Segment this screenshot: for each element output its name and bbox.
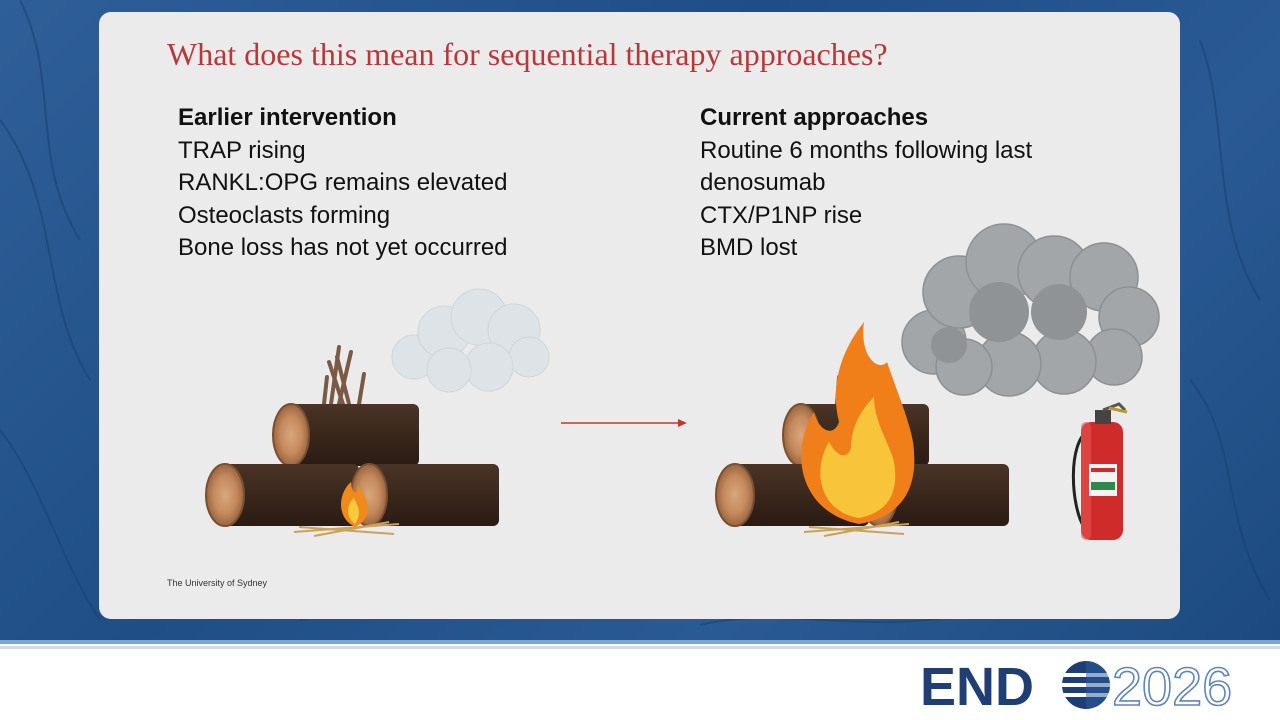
left-column-line: RANKL:OPG remains elevated <box>178 169 508 196</box>
left-column-heading: Earlier intervention <box>178 104 397 131</box>
divider-stripe <box>0 640 1280 644</box>
logo-year: 2026 <box>1112 657 1232 715</box>
illustration <box>205 223 1160 540</box>
heavy-smoke-icon <box>901 223 1160 397</box>
right-column-heading: Current approaches <box>700 104 929 131</box>
slide-title: What does this mean for sequential thera… <box>167 36 888 72</box>
large-campfire-icon <box>715 322 1009 537</box>
slide-panel: What does this mean for sequential thera… <box>99 12 1180 619</box>
divider-stripe-light <box>0 646 1280 649</box>
right-column-line: denosumab <box>700 169 826 196</box>
right-column-line: CTX/P1NP rise <box>700 201 863 229</box>
left-column-line: Bone loss has not yet occurred <box>178 234 508 261</box>
left-column: Earlier intervention TRAP rising RANKL:O… <box>178 102 598 265</box>
left-column-line: Osteoclasts forming <box>178 201 391 229</box>
footer-attribution: The University of Sydney <box>167 578 268 588</box>
right-column: Current approaches Routine 6 months foll… <box>700 102 1120 265</box>
right-column-line: BMD lost <box>700 234 798 261</box>
conference-logo: END 2026 <box>920 656 1233 715</box>
small-campfire-icon <box>205 345 499 537</box>
right-column-line: Routine 6 months following last <box>700 136 1033 164</box>
left-column-line: TRAP rising <box>178 136 306 164</box>
fire-extinguisher-icon <box>1071 402 1128 540</box>
globe-icon <box>1060 661 1112 709</box>
arrow-right-icon <box>561 419 687 427</box>
light-smoke-icon <box>391 288 550 393</box>
logo-word: END <box>920 657 1034 715</box>
